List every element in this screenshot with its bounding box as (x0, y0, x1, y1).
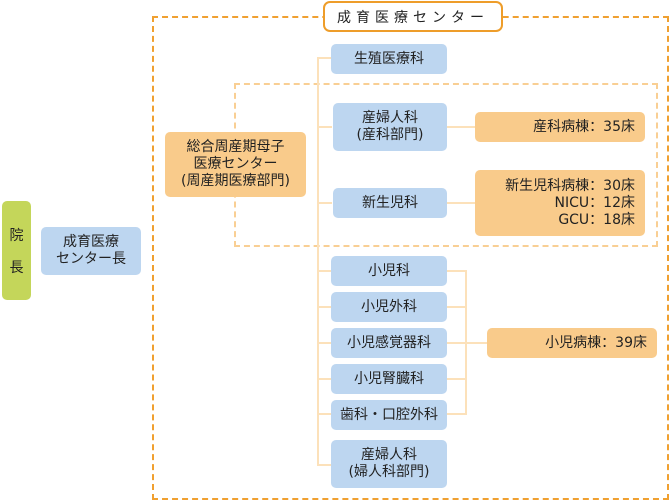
branch-line (317, 270, 332, 272)
ward-label: 小児病棟：39床 (545, 334, 647, 351)
dept-label: 新生児科 (362, 194, 418, 211)
center-title: 成育医療センター (323, 1, 503, 32)
pediatric-stub (447, 342, 466, 344)
director-label-bottom: 長 (9, 259, 24, 276)
center-title-text: 成育医療センター (337, 9, 489, 26)
branch-line (317, 306, 332, 308)
dept-label: 小児外科 (361, 298, 417, 315)
ward-pediatric: 小児病棟：39床 (487, 328, 657, 358)
ward-connector (447, 202, 477, 204)
branch-line (317, 464, 332, 466)
ward-connector (447, 126, 477, 128)
dept-label: 産婦人科 (婦人科部門) (348, 447, 430, 480)
dept-dental-oral-surgery: 歯科・口腔外科 (331, 400, 447, 430)
trunk-line (317, 57, 319, 466)
dept-obstetrics: 産婦人科 (産科部門) (333, 103, 447, 151)
dept-pediatric-surgery: 小児外科 (331, 292, 447, 322)
pediatric-stub (447, 270, 466, 272)
dept-pediatric-nephrology: 小児腎臓科 (331, 364, 447, 394)
center-head-label: 成育医療 センター長 (56, 234, 126, 267)
dept-label: 小児科 (368, 262, 410, 279)
perinatal-center-box: 総合周産期母子 医療センター (周産期医療部門) (165, 132, 306, 197)
branch-line (317, 413, 332, 415)
ward-neonatal: 新生児科病棟：30床 NICU：12床 GCU：18床 (475, 170, 645, 236)
branch-line (317, 57, 332, 59)
ward-label: 新生児科病棟：30床 NICU：12床 GCU：18床 (505, 177, 635, 228)
dept-pediatrics: 小児科 (331, 256, 447, 286)
perinatal-center-label: 総合周産期母子 医療センター (周産期医療部門) (181, 139, 290, 189)
branch-line (317, 202, 332, 204)
dept-label: 歯科・口腔外科 (340, 406, 438, 423)
pediatric-stub (447, 413, 466, 415)
director-label-top: 院 (9, 227, 24, 244)
dept-pediatric-sensory: 小児感覚器科 (331, 328, 447, 358)
ward-obstetrics: 産科病棟：35床 (475, 112, 645, 142)
dept-label: 小児腎臓科 (354, 370, 424, 387)
branch-line (317, 378, 332, 380)
pediatric-stub (447, 306, 466, 308)
dept-gynecology: 産婦人科 (婦人科部門) (331, 440, 447, 488)
dept-reproductive: 生殖医療科 (331, 44, 447, 74)
ward-label: 産科病棟：35床 (533, 118, 635, 135)
dept-neonatology: 新生児科 (333, 188, 447, 218)
pediatric-ward-connector (465, 342, 488, 344)
dept-label: 産婦人科 (産科部門) (356, 110, 424, 143)
pediatric-stub (447, 378, 466, 380)
branch-line (317, 126, 332, 128)
center-head-box: 成育医療 センター長 (41, 227, 141, 275)
director-box: 院 長 (2, 201, 31, 300)
branch-line (317, 342, 332, 344)
dept-label: 生殖医療科 (354, 50, 424, 67)
dept-label: 小児感覚器科 (347, 334, 431, 351)
